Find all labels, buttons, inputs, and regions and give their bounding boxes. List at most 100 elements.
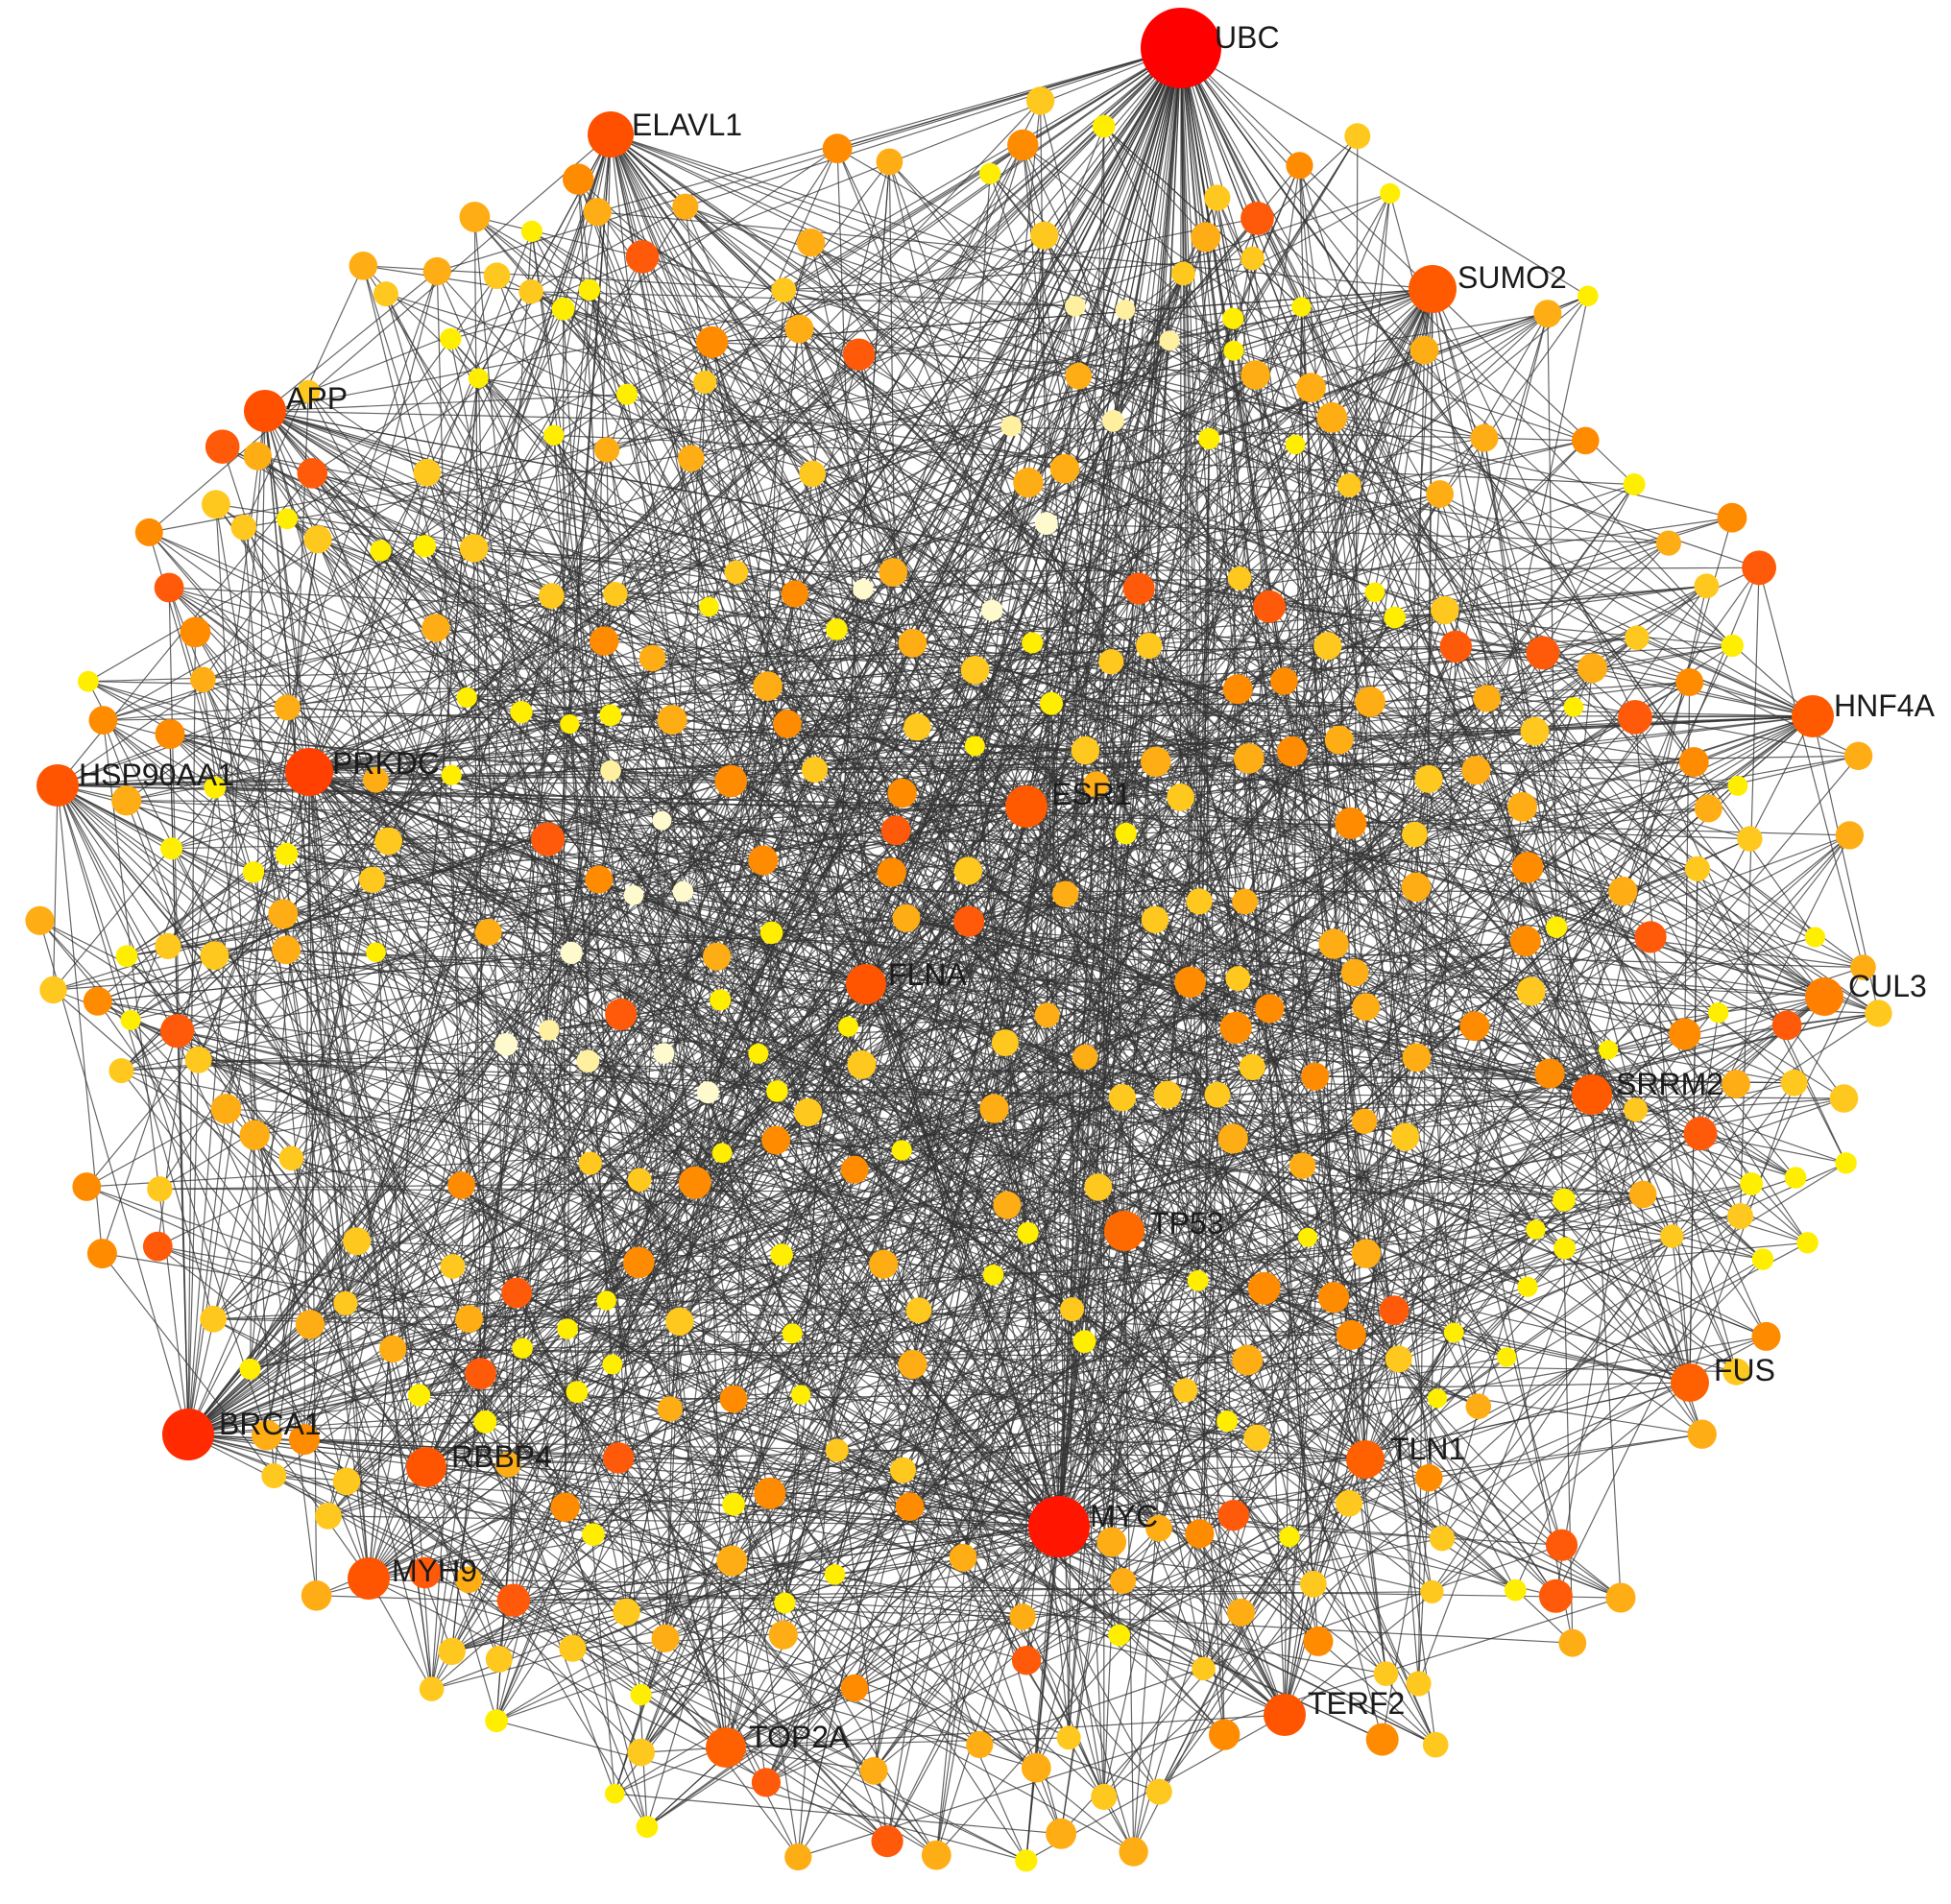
- interaction-edge: [1248, 758, 1387, 1675]
- interaction-edge: [1180, 47, 1752, 1185]
- interaction-edge: [1431, 996, 1825, 1593]
- network-node: [268, 899, 299, 929]
- interaction-edge: [1338, 193, 1391, 740]
- network-node: [842, 338, 876, 371]
- network-node: [1337, 473, 1361, 497]
- interaction-edge: [424, 545, 1027, 807]
- interaction-edge: [664, 1637, 980, 1746]
- interaction-edge: [1547, 313, 1557, 928]
- interaction-edge: [1302, 1165, 1529, 1288]
- interaction-edge: [1158, 1332, 1455, 1793]
- interaction-edge: [1064, 468, 1544, 654]
- interaction-edge: [711, 341, 1256, 376]
- interaction-edge: [783, 257, 1253, 291]
- interaction-edge: [495, 47, 1182, 1722]
- network-node: [960, 656, 990, 685]
- interaction-edge: [1607, 1012, 1719, 1050]
- network-node: [903, 713, 931, 741]
- interaction-edge: [606, 449, 612, 715]
- node-label-elavl1: ELAVL1: [632, 108, 742, 142]
- network-node: [1011, 1646, 1042, 1675]
- hub-node-hnf4a: [1792, 695, 1834, 737]
- network-node: [1083, 771, 1110, 797]
- interaction-edge: [1284, 1382, 1691, 1716]
- network-node: [1141, 905, 1169, 934]
- interaction-edge: [801, 1394, 1258, 1438]
- interaction-edge: [308, 295, 1589, 773]
- interaction-edge: [419, 681, 1690, 1396]
- interaction-edge: [126, 295, 1589, 957]
- network-node: [1298, 1227, 1317, 1247]
- network-node: [1391, 1122, 1420, 1151]
- interaction-edge: [791, 1333, 1027, 1862]
- network-node: [239, 1120, 270, 1150]
- interaction-edge: [646, 1136, 1407, 1828]
- network-node: [332, 1467, 361, 1496]
- node-label-top2a: TOP2A: [749, 1720, 850, 1754]
- interaction-edge: [1197, 1280, 1443, 1539]
- network-node: [1533, 300, 1562, 328]
- network-node: [278, 1145, 304, 1171]
- interaction-edge: [520, 711, 1245, 903]
- interaction-edge: [1084, 1056, 1205, 1670]
- interaction-edge: [473, 216, 628, 396]
- network-node: [991, 1029, 1019, 1057]
- network-node: [627, 1168, 652, 1192]
- network-node: [1784, 1167, 1807, 1189]
- interaction-edge: [187, 1059, 200, 1435]
- interaction-edge: [1455, 646, 1703, 1434]
- interaction-edge: [424, 1572, 1027, 1862]
- interaction-edge: [436, 271, 463, 1186]
- interaction-edge: [451, 774, 1315, 1077]
- interaction-edge: [266, 1434, 370, 1579]
- network-node: [616, 383, 638, 405]
- interaction-edge: [725, 1714, 1286, 1748]
- interaction-edge: [661, 820, 709, 1093]
- interaction-edge: [1180, 47, 1589, 297]
- interaction-edge: [1097, 1187, 1120, 1636]
- interaction-edge: [167, 308, 565, 947]
- interaction-edge: [437, 47, 1182, 273]
- interaction-edge: [368, 1578, 1573, 1644]
- interaction-edge: [683, 806, 1523, 893]
- interaction-edge: [640, 1274, 995, 1753]
- interaction-edge: [1302, 1165, 1644, 1195]
- network-node: [409, 1556, 442, 1589]
- interaction-edge: [633, 895, 1027, 1661]
- interaction-edge: [368, 377, 479, 1579]
- network-node: [652, 810, 672, 831]
- interaction-edge: [57, 784, 875, 1771]
- interaction-edge: [610, 133, 1012, 427]
- interaction-edge: [505, 1044, 727, 1748]
- network-node: [1526, 1219, 1546, 1240]
- network-node: [1511, 852, 1544, 883]
- interaction-edge: [198, 1059, 1622, 1599]
- network-node: [1618, 700, 1652, 735]
- network-node: [1191, 222, 1221, 253]
- interaction-edge: [101, 271, 438, 1254]
- interaction-edge: [466, 472, 813, 698]
- network-node: [1034, 1002, 1060, 1028]
- node-label-myh9: MYH9: [392, 1554, 477, 1588]
- interaction-edge: [451, 872, 893, 1652]
- network-node: [155, 719, 185, 749]
- interaction-edge: [308, 771, 1593, 1096]
- network-node: [966, 1730, 994, 1759]
- network-node: [879, 558, 908, 587]
- interaction-edge: [419, 1394, 1037, 1769]
- interaction-edge: [873, 318, 1234, 1771]
- interaction-edge: [1103, 126, 1593, 1096]
- interaction-edge: [203, 679, 1072, 1311]
- interaction-edge: [783, 289, 1395, 1312]
- interaction-edge: [1364, 940, 1527, 1460]
- interaction-edge: [1689, 1082, 1795, 1384]
- network-node: [590, 626, 619, 656]
- network-node: [759, 921, 783, 945]
- interaction-edge: [669, 1409, 937, 1856]
- interaction-edge: [765, 1514, 1235, 1783]
- network-node: [531, 822, 566, 856]
- interaction-edge: [547, 839, 666, 1639]
- network-node: [413, 535, 437, 558]
- interaction-edge: [1046, 522, 1864, 969]
- interaction-edge: [309, 901, 1200, 1325]
